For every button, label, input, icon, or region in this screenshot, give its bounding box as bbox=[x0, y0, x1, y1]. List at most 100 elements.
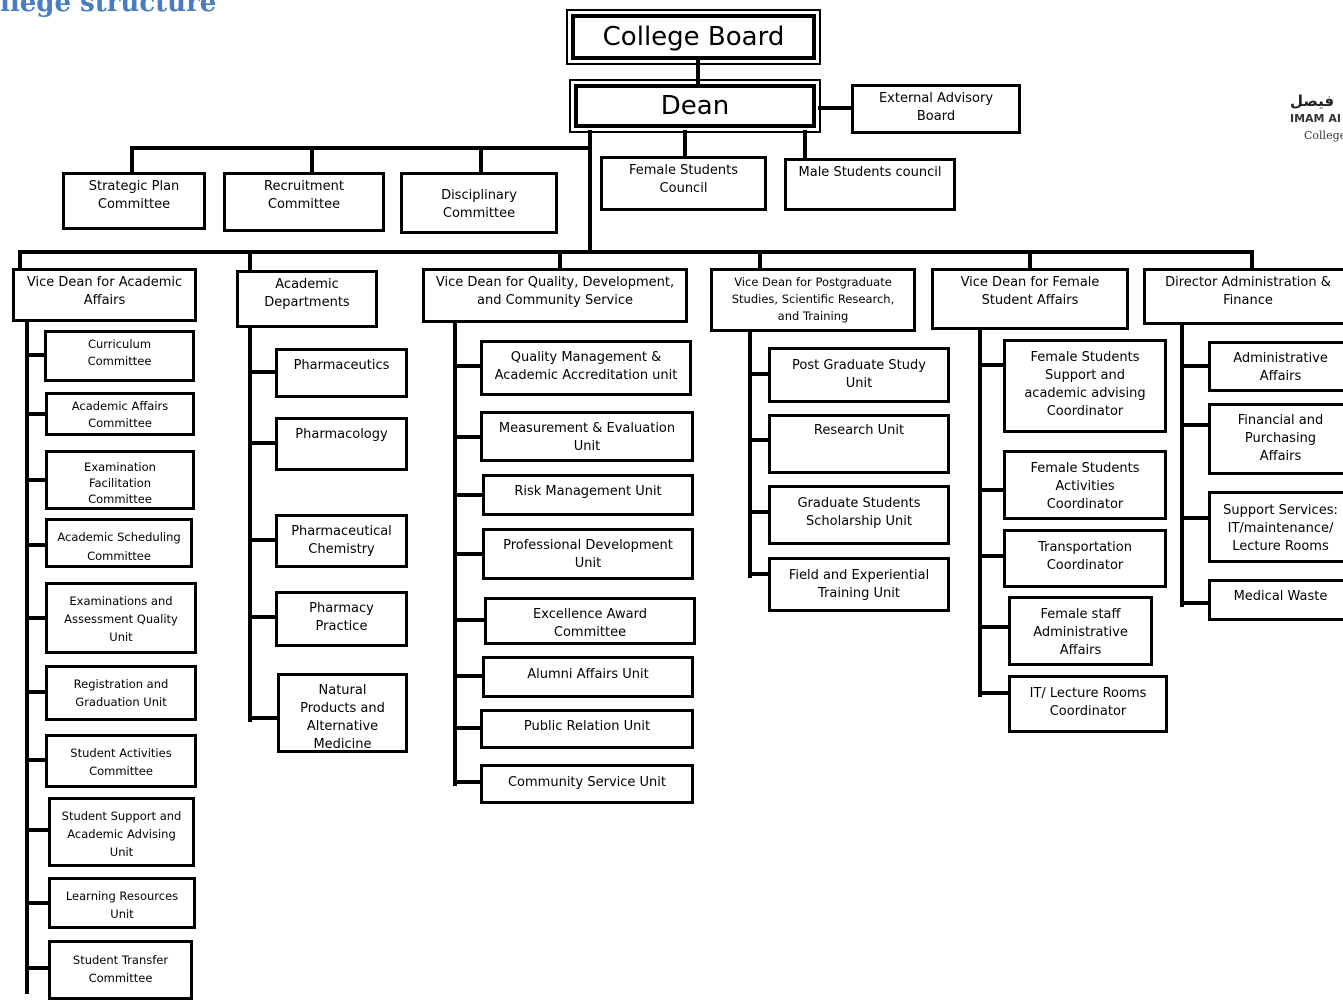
examination-facilitation-committee-label: Examination Facilitation Committee bbox=[84, 460, 156, 506]
risk-management-unit-box: Risk Management Unit bbox=[482, 474, 694, 516]
external-advisory-board-label: External Advisory Board bbox=[878, 91, 994, 124]
director-administration-finance-box: Director Administration & Finance bbox=[1143, 268, 1343, 325]
director-administration-finance-label: Director Administration & Finance bbox=[1165, 275, 1331, 308]
academic-scheduling-committee-label: Academic Scheduling Committee bbox=[57, 530, 181, 563]
vice-dean-postgraduate-box: Vice Dean for Postgraduate Studies, Scie… bbox=[710, 268, 916, 332]
student-transfer-committee-label: Student Transfer Committee bbox=[72, 953, 169, 985]
female-students-activities-coordinator-label: Female Students Activities Coordinator bbox=[1030, 461, 1140, 512]
curriculum-committee-box: Curriculum Committee bbox=[44, 330, 195, 382]
field-experiential-training-unit-box: Field and Experiential Training Unit bbox=[768, 557, 950, 612]
financial-purchasing-affairs-label: Financial and Purchasing Affairs bbox=[1237, 413, 1324, 464]
community-service-unit-label: Community Service Unit bbox=[507, 775, 666, 790]
excellence-award-committee-box: Excellence Award Committee bbox=[484, 597, 696, 645]
measurement-evaluation-unit-box: Measurement & Evaluation Unit bbox=[480, 411, 694, 462]
measurement-evaluation-unit-label: Measurement & Evaluation Unit bbox=[498, 421, 676, 454]
academic-departments-label: Academic Departments bbox=[264, 277, 350, 310]
vice-dean-academic-affairs-label: Vice Dean for Academic Affairs bbox=[26, 275, 183, 308]
pharmaceutical-chemistry-label: Pharmaceutical Chemistry bbox=[291, 524, 392, 557]
student-transfer-committee-box: Student Transfer Committee bbox=[48, 940, 193, 1000]
transportation-coordinator-label: Transportation Coordinator bbox=[1038, 540, 1132, 573]
strategic-plan-committee-box: Strategic Plan Committee bbox=[62, 172, 206, 230]
learning-resources-unit-label: Learning Resources Unit bbox=[65, 889, 179, 921]
female-students-activities-coordinator-box: Female Students Activities Coordinator bbox=[1003, 450, 1167, 520]
pharmaceutics-label: Pharmaceutics bbox=[293, 358, 390, 373]
academic-departments-box: Academic Departments bbox=[236, 270, 378, 328]
recruitment-committee-label: Recruitment Committee bbox=[264, 179, 344, 212]
quality-management-accreditation-unit-label: Quality Management & Academic Accreditat… bbox=[494, 350, 678, 383]
academic-scheduling-committee-box: Academic Scheduling Committee bbox=[45, 518, 193, 568]
recruitment-committee-box: Recruitment Committee bbox=[223, 172, 385, 232]
vice-dean-quality-box: Vice Dean for Quality, Development, and … bbox=[422, 268, 688, 323]
post-graduate-study-unit-label: Post Graduate Study Unit bbox=[792, 358, 926, 391]
college-logo: فيصل IMAM AI College bbox=[1290, 92, 1343, 142]
examinations-assessment-quality-unit-box: Examinations and Assessment Quality Unit bbox=[45, 582, 197, 654]
support-services-label: Support Services: IT/maintenance/ Lectur… bbox=[1223, 503, 1338, 554]
examinations-assessment-quality-unit-label: Examinations and Assessment Quality Unit bbox=[64, 594, 178, 644]
post-graduate-study-unit-box: Post Graduate Study Unit bbox=[768, 347, 950, 403]
public-relation-unit-box: Public Relation Unit bbox=[480, 709, 694, 749]
female-students-support-advising-coordinator-label: Female Students Support and academic adv… bbox=[1024, 350, 1146, 419]
pharmacy-practice-box: Pharmacy Practice bbox=[275, 591, 408, 647]
professional-development-unit-label: Professional Development Unit bbox=[503, 538, 673, 571]
community-service-unit-box: Community Service Unit bbox=[480, 764, 694, 804]
student-support-academic-advising-unit-label: Student Support and Academic Advising Un… bbox=[61, 809, 182, 859]
female-staff-administrative-affairs-label: Female staff Administrative Affairs bbox=[1033, 607, 1128, 658]
academic-affairs-committee-label: Academic Affairs Committee bbox=[71, 399, 169, 430]
pharmacy-practice-label: Pharmacy Practice bbox=[309, 601, 374, 634]
academic-affairs-committee-box: Academic Affairs Committee bbox=[45, 392, 195, 436]
pharmacology-box: Pharmacology bbox=[275, 417, 408, 471]
dean-box: Dean bbox=[569, 79, 821, 133]
vice-dean-academic-affairs-box: Vice Dean for Academic Affairs bbox=[12, 268, 197, 322]
alumni-affairs-unit-box: Alumni Affairs Unit bbox=[482, 656, 694, 698]
disciplinary-committee-label: Disciplinary Committee bbox=[441, 188, 517, 221]
pharmaceutics-box: Pharmaceutics bbox=[275, 348, 408, 398]
college-board-label: College Board bbox=[602, 22, 785, 52]
vice-dean-quality-label: Vice Dean for Quality, Development, and … bbox=[435, 275, 675, 308]
medical-waste-box: Medical Waste bbox=[1208, 579, 1343, 621]
dean-label: Dean bbox=[660, 91, 730, 121]
research-unit-box: Research Unit bbox=[768, 414, 950, 474]
public-relation-unit-label: Public Relation Unit bbox=[523, 719, 651, 734]
risk-management-unit-label: Risk Management Unit bbox=[514, 484, 662, 499]
registration-graduation-unit-label: Registration and Graduation Unit bbox=[73, 677, 169, 709]
logo-english-text: IMAM AI bbox=[1290, 112, 1341, 125]
student-activities-committee-label: Student Activities Committee bbox=[70, 746, 172, 778]
it-lecture-rooms-coordinator-label: IT/ Lecture Rooms Coordinator bbox=[1029, 686, 1147, 719]
pharmacology-label: Pharmacology bbox=[295, 427, 388, 442]
support-services-box: Support Services: IT/maintenance/ Lectur… bbox=[1208, 491, 1343, 563]
page-heading: llege structure bbox=[0, 0, 217, 18]
medical-waste-label: Medical Waste bbox=[1233, 589, 1328, 604]
field-experiential-training-unit-label: Field and Experiential Training Unit bbox=[788, 568, 930, 601]
administrative-affairs-label: Administrative Affairs bbox=[1233, 351, 1328, 384]
male-students-council-box: Male Students council bbox=[784, 158, 956, 211]
female-students-council-box: Female Students Council bbox=[600, 156, 767, 211]
disciplinary-committee-box: Disciplinary Committee bbox=[400, 172, 558, 234]
quality-management-accreditation-unit-box: Quality Management & Academic Accreditat… bbox=[480, 340, 692, 396]
student-support-academic-advising-unit-box: Student Support and Academic Advising Un… bbox=[48, 797, 195, 867]
curriculum-committee-label: Curriculum Committee bbox=[87, 337, 152, 368]
learning-resources-unit-box: Learning Resources Unit bbox=[48, 877, 196, 929]
natural-products-alternative-medicine-label: Natural Products and Alternative Medicin… bbox=[300, 683, 385, 752]
logo-arabic-text: فيصل bbox=[1290, 92, 1335, 110]
strategic-plan-committee-label: Strategic Plan Committee bbox=[88, 179, 180, 212]
student-activities-committee-box: Student Activities Committee bbox=[45, 734, 197, 788]
graduate-students-scholarship-unit-label: Graduate Students Scholarship Unit bbox=[797, 496, 921, 529]
graduate-students-scholarship-unit-box: Graduate Students Scholarship Unit bbox=[768, 485, 950, 545]
female-students-council-label: Female Students Council bbox=[628, 163, 739, 196]
administrative-affairs-box: Administrative Affairs bbox=[1208, 341, 1343, 392]
excellence-award-committee-label: Excellence Award Committee bbox=[533, 607, 647, 640]
external-advisory-board-box: External Advisory Board bbox=[851, 84, 1021, 134]
financial-purchasing-affairs-box: Financial and Purchasing Affairs bbox=[1208, 403, 1343, 475]
logo-college-text: College bbox=[1304, 129, 1343, 142]
alumni-affairs-unit-label: Alumni Affairs Unit bbox=[527, 667, 649, 682]
female-students-support-advising-coordinator-box: Female Students Support and academic adv… bbox=[1003, 339, 1167, 433]
natural-products-alternative-medicine-box: Natural Products and Alternative Medicin… bbox=[277, 673, 408, 753]
registration-graduation-unit-box: Registration and Graduation Unit bbox=[45, 665, 197, 721]
examination-facilitation-committee-box: Examination Facilitation Committee bbox=[45, 450, 195, 510]
professional-development-unit-box: Professional Development Unit bbox=[482, 528, 694, 580]
female-staff-administrative-affairs-box: Female staff Administrative Affairs bbox=[1008, 596, 1153, 666]
pharmaceutical-chemistry-box: Pharmaceutical Chemistry bbox=[275, 514, 408, 568]
transportation-coordinator-box: Transportation Coordinator bbox=[1003, 529, 1167, 588]
college-board-box: College Board bbox=[566, 9, 821, 65]
